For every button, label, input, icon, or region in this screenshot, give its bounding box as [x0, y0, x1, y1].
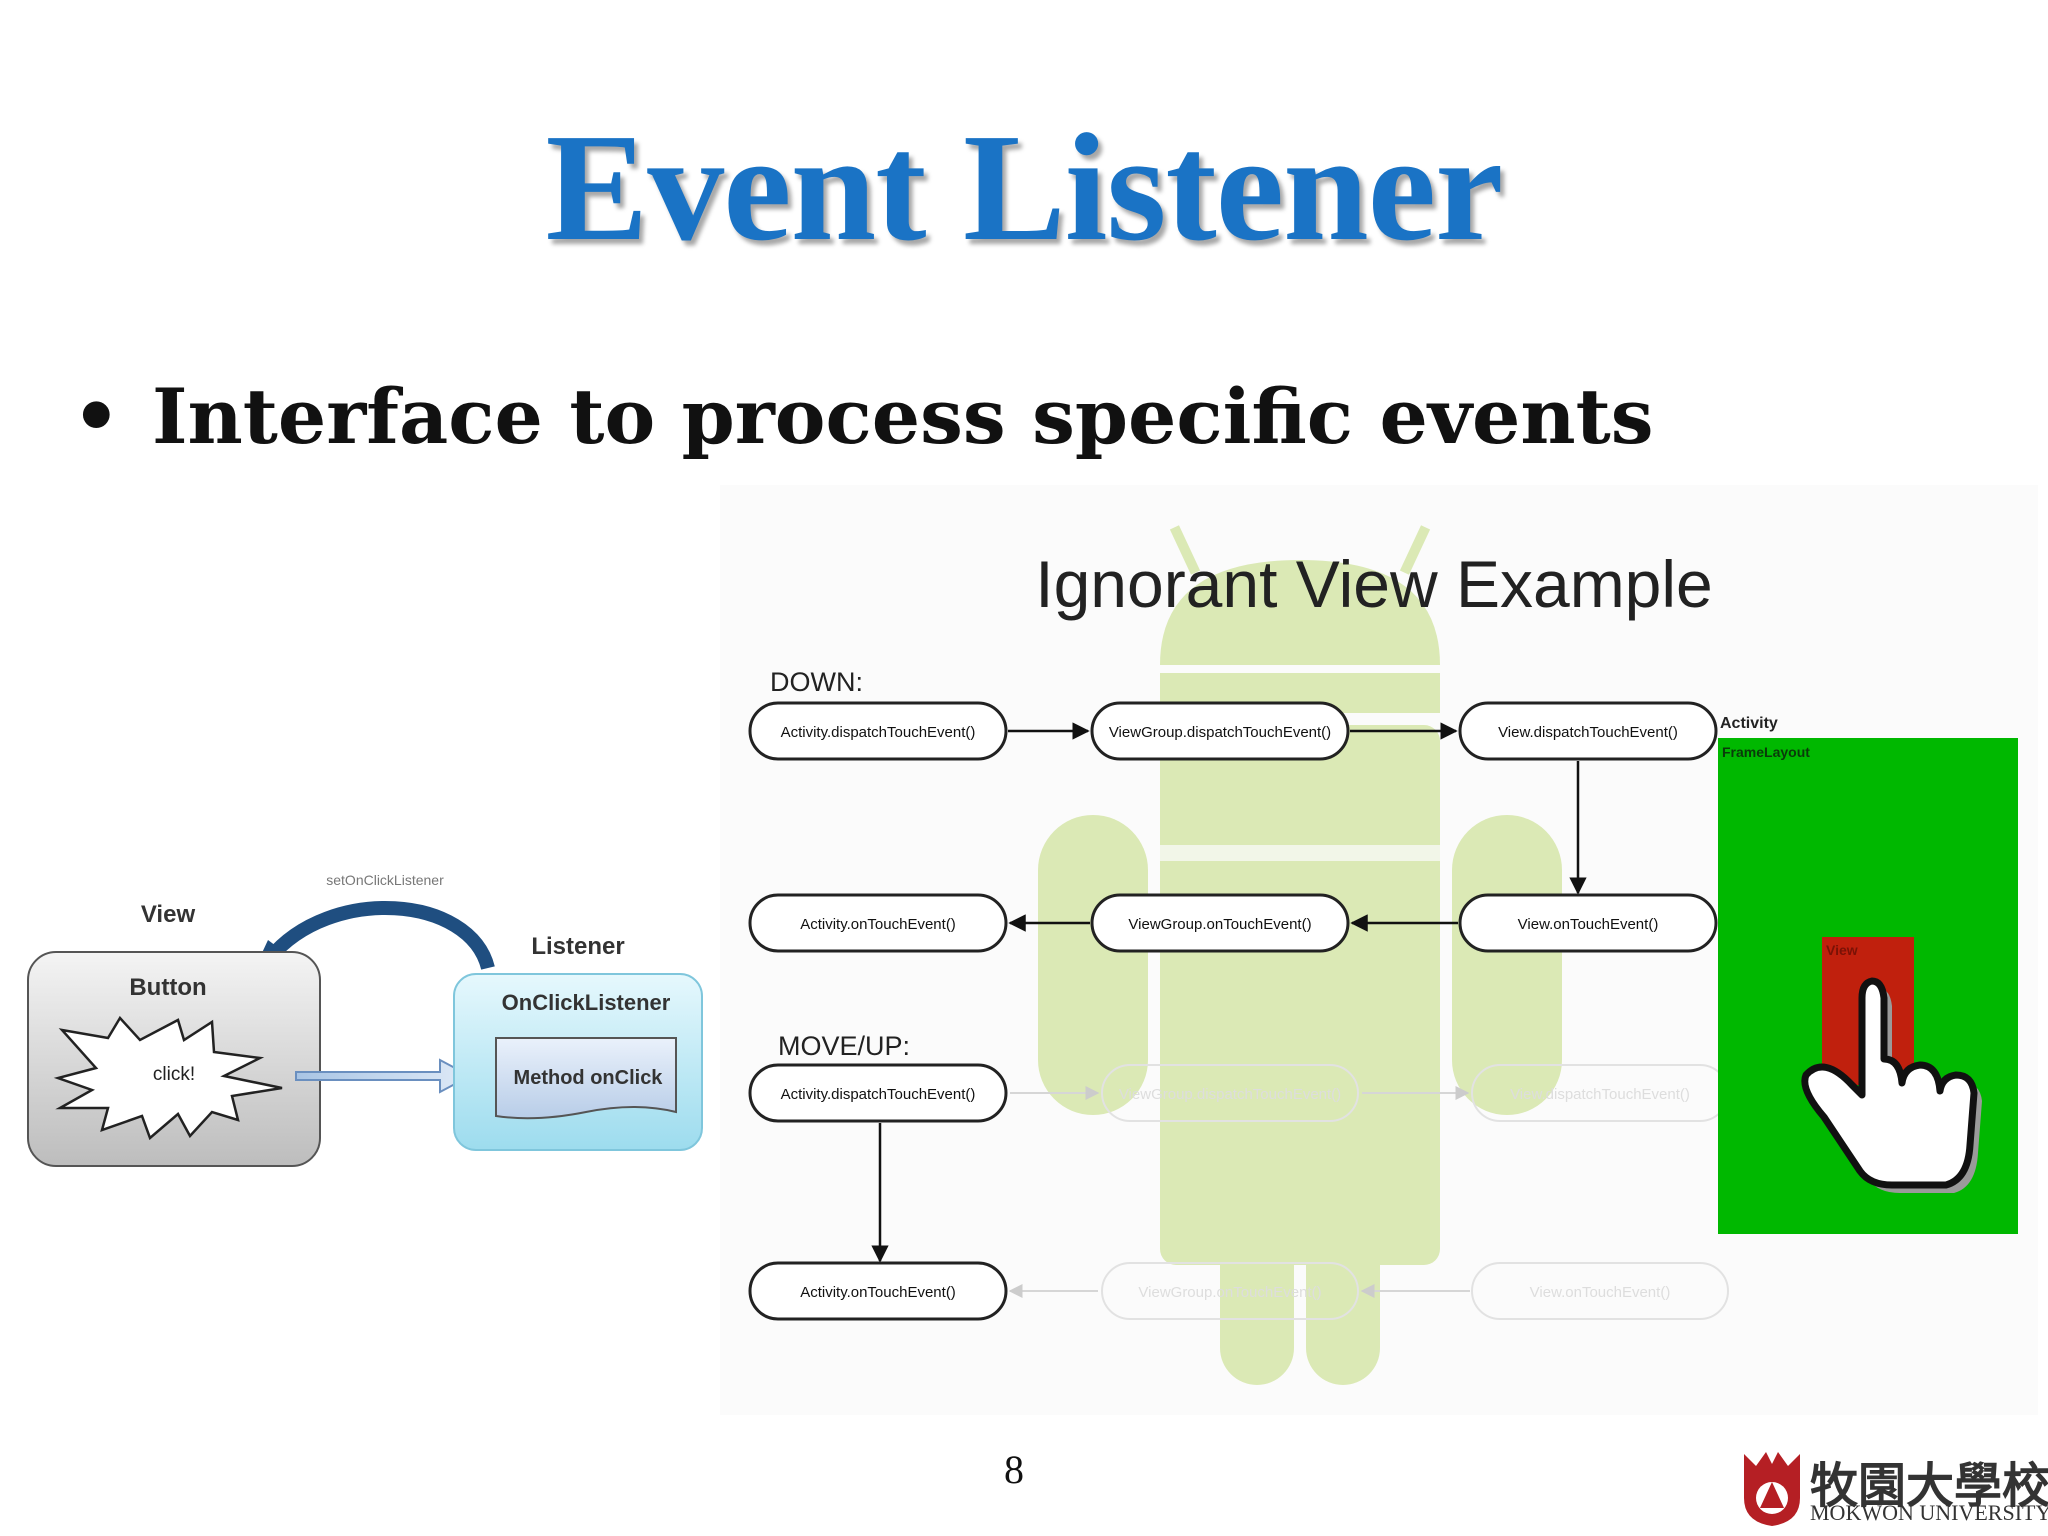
diagram-title: Ignorant View Example [1035, 547, 1713, 621]
node-move-activity-ontouch [748, 1261, 1008, 1321]
listener-label: Listener [531, 933, 624, 960]
university-name-cn: 牧園大學校 [1810, 1458, 2048, 1514]
pointing-hand-icon [1801, 977, 1982, 1193]
node-activity-dispatch-label: Activity.dispatchTouchEvent() [781, 724, 976, 741]
node-view-ontouch [1458, 893, 1718, 953]
view-rect-label: View [1826, 942, 1858, 958]
dispatch-diagram: Ignorant View Example DOWN: MOVE/UP: Act… [720, 485, 2038, 1415]
method-label: Method onClick [514, 1067, 664, 1089]
set-listener-arrow [264, 901, 495, 971]
panel-framelayout-label: FrameLayout [1722, 744, 1810, 760]
node-move-view-ontouch [1471, 1262, 1729, 1320]
view-label: View [141, 901, 196, 928]
page-number: 8 [1004, 1447, 1024, 1492]
node-activity-dispatch [748, 701, 1008, 761]
node-activity-ontouch-label: Activity.onTouchEvent() [800, 916, 956, 933]
panel-activity-label: Activity [1720, 715, 1778, 732]
node-move-viewgroup-dispatch [1101, 1064, 1359, 1122]
bullet-item: • Interface to process specific events [72, 372, 1654, 461]
click-text: click! [153, 1064, 195, 1085]
node-move-view-dispatch-label: View.dispatchTouchEvent() [1510, 1086, 1690, 1103]
bullet-dot: • [72, 372, 121, 461]
slide-title: Event Listener [545, 103, 1504, 273]
interface-name: OnClickListener [502, 990, 671, 1015]
node-view-dispatch [1458, 701, 1718, 761]
node-move-activity-ontouch-label: Activity.onTouchEvent() [800, 1284, 956, 1301]
android-band [1160, 845, 1440, 861]
node-activity-ontouch [748, 893, 1008, 953]
node-move-viewgroup-ontouch-label: ViewGroup.onTouchEvent() [1138, 1284, 1321, 1301]
button-label: Button [129, 974, 206, 1001]
listener-diagram: View setOnClickListener Button click! Li… [27, 872, 703, 1167]
set-listener-label: setOnClickListener [326, 872, 444, 888]
method-box [495, 1037, 677, 1120]
node-move-activity-dispatch [748, 1063, 1008, 1123]
university-seal-icon [1744, 1452, 1800, 1526]
bullet-text: Interface to process specific events [152, 372, 1654, 461]
node-viewgroup-dispatch-label: ViewGroup.dispatchTouchEvent() [1109, 724, 1331, 741]
university-name-en: MOKWON UNIVERSITY [1810, 1500, 2048, 1525]
node-move-viewgroup-dispatch-label: ViewGroup.dispatchTouchEvent() [1119, 1086, 1341, 1103]
event-arrow [295, 1058, 473, 1094]
node-move-viewgroup-ontouch [1101, 1262, 1359, 1320]
node-viewgroup-dispatch [1090, 701, 1350, 761]
node-view-dispatch-label: View.dispatchTouchEvent() [1498, 724, 1678, 741]
click-burst [53, 1015, 283, 1141]
down-label: DOWN: [770, 667, 863, 697]
node-view-ontouch-label: View.onTouchEvent() [1518, 916, 1659, 933]
moveup-label: MOVE/UP: [778, 1031, 910, 1061]
node-viewgroup-ontouch [1090, 893, 1350, 953]
node-move-activity-dispatch-label: Activity.dispatchTouchEvent() [781, 1086, 976, 1103]
node-viewgroup-ontouch-label: ViewGroup.onTouchEvent() [1128, 916, 1311, 933]
node-move-view-ontouch-label: View.onTouchEvent() [1530, 1284, 1671, 1301]
